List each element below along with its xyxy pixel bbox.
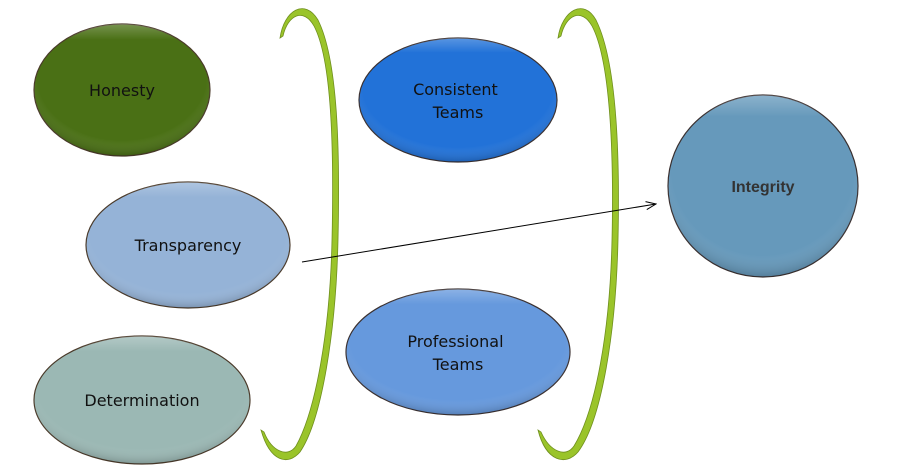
node-professional-teams: Professional Teams (345, 288, 571, 416)
node-determination-label: Determination (84, 391, 199, 410)
node-professional-teams-label: Professional Teams (407, 332, 508, 374)
node-integrity: Integrity (667, 94, 859, 278)
node-determination: Determination (33, 335, 251, 465)
node-honesty-label: Honesty (89, 81, 155, 100)
bracket-right (537, 8, 619, 461)
node-transparency-label: Transparency (134, 236, 242, 255)
node-integrity-label: Integrity (731, 179, 794, 196)
node-honesty: Honesty (33, 23, 211, 157)
bracket-1-shape (260, 8, 340, 461)
node-transparency: Transparency (85, 181, 291, 309)
bracket-2-shape (537, 8, 619, 461)
arrow-transparency-to-integrity (301, 204, 656, 263)
node-consistent-teams-label: Consistent Teams (413, 80, 503, 122)
node-consistent-teams: Consistent Teams (358, 37, 558, 163)
bracket-left (260, 8, 340, 461)
